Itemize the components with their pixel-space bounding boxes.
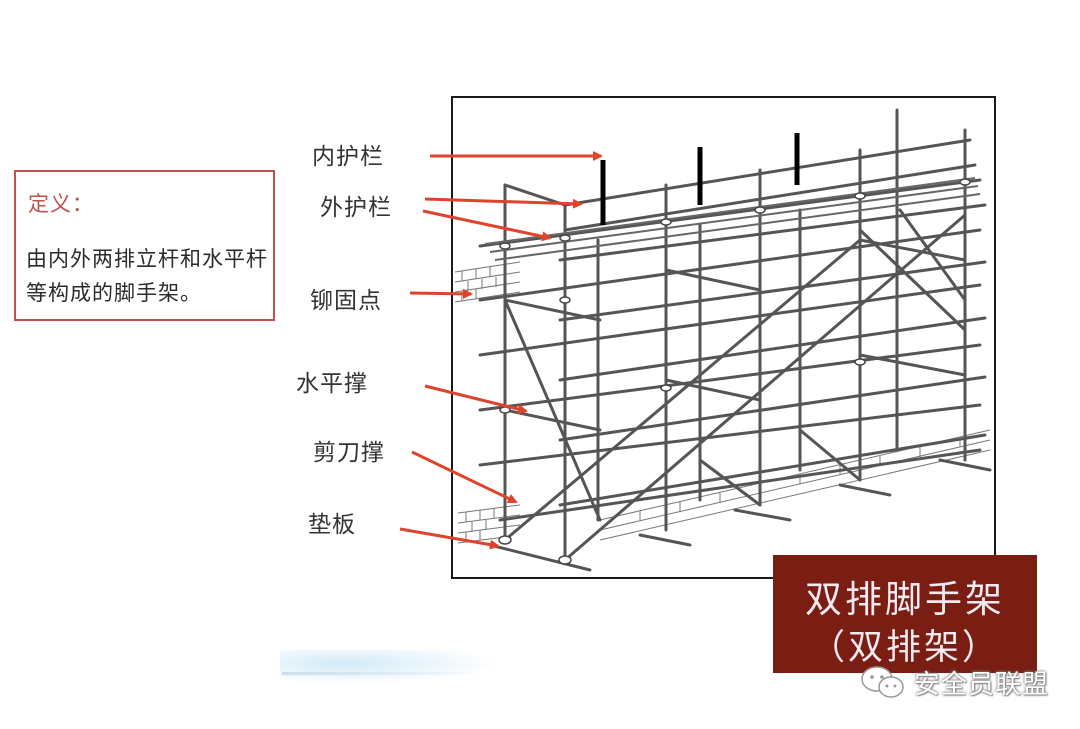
definition-body: 由内外两排立杆和水平杆等构成的脚手架。	[26, 247, 268, 305]
label-outer-guardrail: 外护栏	[320, 195, 392, 221]
definition-title: 定义：	[28, 192, 94, 216]
definition-box: 定义： 由内外两排立杆和水平杆等构成的脚手架。	[14, 170, 275, 321]
annotation-arrows	[399, 151, 603, 550]
diagram-title-box: 双排脚手架 （双排架）	[773, 555, 1037, 673]
inner-guardrail-posts	[600, 133, 800, 225]
label-anchor-point: 铆固点	[310, 288, 382, 314]
arrow-base-plate	[399, 527, 500, 550]
wechat-icon	[861, 666, 904, 698]
scaffold-tubes	[478, 108, 992, 572]
diagram-subtitle: （双排架）	[809, 628, 1000, 668]
deck-boards	[484, 177, 981, 261]
decorative-smudge	[280, 650, 500, 684]
arrow-anchor-point	[409, 288, 473, 299]
diagram-title: 双排脚手架	[805, 578, 1005, 621]
label-inner-guardrail: 内护栏	[312, 144, 384, 170]
arrow-outer-guardrail-1	[424, 197, 583, 209]
watermark: 安全员联盟	[860, 665, 1050, 700]
label-base-plate: 垫板	[308, 512, 356, 538]
arrow-cross-brace	[411, 450, 518, 504]
watermark-text: 安全员联盟	[914, 669, 1050, 700]
arrow-horizontal-brace	[424, 384, 528, 414]
label-cross-brace: 剪刀撑	[313, 440, 385, 466]
arrow-outer-guardrail-2	[422, 209, 552, 242]
label-horizontal-brace: 水平撑	[296, 371, 368, 397]
decorative-line	[282, 672, 482, 675]
